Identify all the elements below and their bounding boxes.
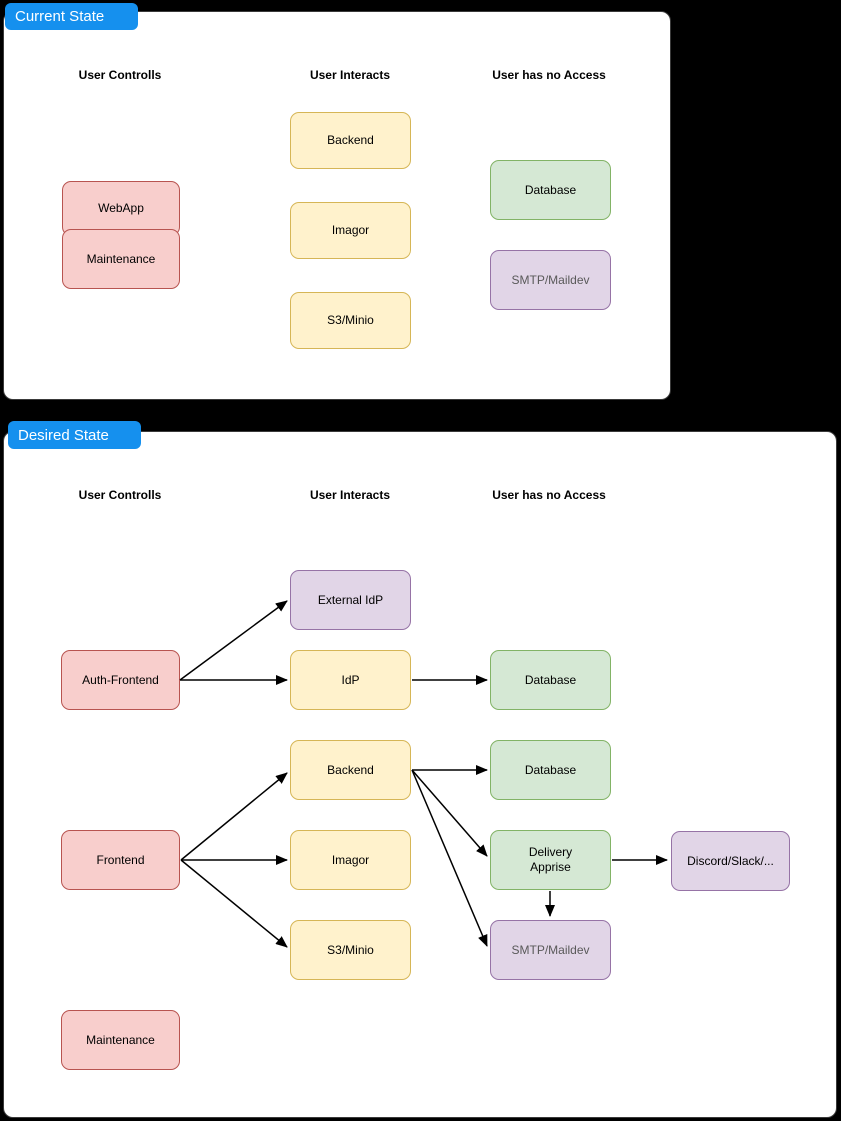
node-s3-minio: S3/Minio bbox=[290, 920, 411, 980]
node-maintenance: Maintenance bbox=[62, 229, 180, 289]
node-backend: Backend bbox=[290, 740, 411, 800]
column-header: User Interacts bbox=[309, 68, 391, 82]
node-idp: IdP bbox=[290, 650, 411, 710]
node-frontend: Frontend bbox=[61, 830, 180, 890]
node-imagor: Imagor bbox=[290, 830, 411, 890]
node-smtp-maildev: SMTP/Maildev bbox=[490, 250, 611, 310]
tab-desired-state: Desired State bbox=[8, 421, 141, 449]
node-database: Database bbox=[490, 160, 611, 220]
node-smtp-maildev: SMTP/Maildev bbox=[490, 920, 611, 980]
node-database-backend: Database bbox=[490, 740, 611, 800]
column-header: User has no Access bbox=[492, 68, 606, 82]
node-auth-frontend: Auth-Frontend bbox=[61, 650, 180, 710]
node-s3-minio: S3/Minio bbox=[290, 292, 411, 349]
node-backend: Backend bbox=[290, 112, 411, 169]
node-discord-slack: Discord/Slack/... bbox=[671, 831, 790, 891]
node-delivery-apprise: Delivery Apprise bbox=[490, 830, 611, 890]
node-webapp: WebApp bbox=[62, 181, 180, 236]
node-external-idp: External IdP bbox=[290, 570, 411, 630]
node-imagor: Imagor bbox=[290, 202, 411, 259]
column-header: User Controlls bbox=[78, 68, 162, 82]
column-header: User Controlls bbox=[78, 488, 162, 502]
node-maintenance: Maintenance bbox=[61, 1010, 180, 1070]
column-header: User has no Access bbox=[492, 488, 606, 502]
tab-current-state: Current State bbox=[5, 3, 138, 30]
column-header: User Interacts bbox=[309, 488, 391, 502]
node-database-idp: Database bbox=[490, 650, 611, 710]
